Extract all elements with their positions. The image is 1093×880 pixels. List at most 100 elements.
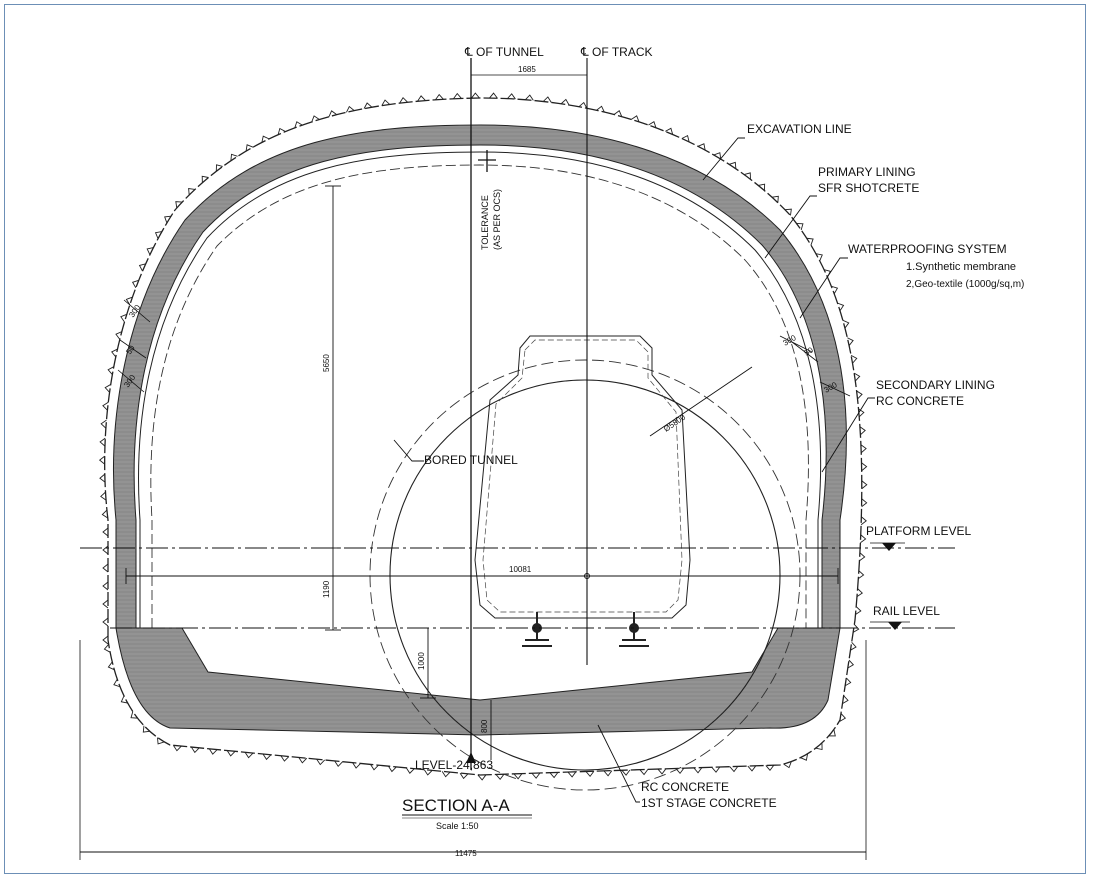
label-offset: 1685 — [518, 65, 536, 74]
excavation-scallop — [173, 745, 182, 752]
excavation-line — [104, 97, 863, 776]
excavation-scallop — [100, 419, 107, 429]
label-wp-item1: 1.Synthetic membrane — [906, 261, 1016, 273]
excavation-scallop — [839, 713, 847, 722]
excavation-scallop — [130, 711, 138, 719]
excavation-scallop — [743, 172, 751, 180]
excavation-scallop — [477, 774, 487, 781]
excavation-scallop — [489, 92, 498, 99]
label-as-per-ocs: (AS PER OCS) — [492, 189, 502, 250]
excavation-scallop — [102, 635, 109, 645]
label-secondary-lining: SECONDARY LINING — [876, 378, 995, 392]
excavation-scallop — [138, 263, 146, 272]
excavation-scallop — [363, 102, 373, 109]
excavation-scallop — [294, 121, 303, 128]
excavation-scallop — [831, 285, 839, 294]
excavation-scallop — [244, 752, 254, 759]
excavation-scallop — [405, 767, 415, 774]
section-scale: Scale 1:50 — [436, 821, 479, 831]
bored-tunnel-circle — [389, 379, 781, 771]
excavation-scallop — [346, 105, 355, 113]
excavation-scallop — [471, 92, 480, 99]
excavation-scallop — [102, 563, 109, 573]
excavation-scallop — [847, 659, 855, 669]
excavation-scallop — [245, 144, 254, 152]
platform-level-marker — [882, 543, 896, 551]
excavation-scallop — [495, 773, 505, 781]
excavation-scallop — [100, 491, 107, 501]
excavation-scallop — [860, 534, 867, 544]
excavation-scallop — [435, 93, 444, 101]
excavation-scallop — [107, 366, 115, 375]
excavation-scallop — [208, 748, 218, 755]
label-cl-tunnel: ℄ OF TUNNEL — [464, 45, 544, 59]
train-envelope-dashed — [482, 339, 683, 613]
excavation-scallop — [226, 750, 236, 757]
bored-tunnel-dashed — [369, 359, 801, 791]
excavation-scallop — [388, 765, 397, 773]
rail-right — [619, 612, 649, 647]
excavation-scallop — [164, 215, 172, 224]
label-wp-item2: 2,Geo-textile (1000g/sq,m) — [906, 279, 1024, 290]
excavation-scallop — [815, 743, 823, 751]
excavation-scallop — [596, 105, 605, 113]
excavation-scallop — [855, 606, 862, 615]
excavation-scallop — [311, 115, 320, 123]
excavation-scallop — [261, 135, 270, 143]
excavation-scallop — [842, 319, 850, 329]
rail-left — [522, 612, 552, 647]
excavation-scallop — [549, 772, 559, 779]
excavation-scallop — [381, 99, 391, 106]
excavation-scallop — [765, 764, 775, 772]
bore-dia-leader — [649, 366, 753, 437]
excavation-scallop — [858, 570, 865, 580]
excavation-scallop — [800, 753, 808, 761]
section-title: SECTION A-A — [402, 796, 510, 815]
excavation-scallop — [459, 772, 469, 780]
excavation-scallop — [107, 661, 115, 671]
secondary-lining-inner — [138, 151, 822, 628]
label-primary-lining: PRIMARY LINING — [818, 165, 916, 179]
excavation-scallop — [852, 624, 860, 633]
invert-concrete — [115, 627, 841, 736]
excavation-scallop — [102, 617, 109, 627]
excavation-scallop — [859, 552, 866, 562]
excavation-scallop — [567, 771, 577, 778]
excavation-scallop — [102, 527, 109, 537]
excavation-scallop — [102, 401, 109, 411]
rail-level-marker — [888, 622, 902, 630]
label-sfr-shotcrete: SFR SHOTCRETE — [818, 181, 919, 195]
drawing-frame — [4, 4, 1086, 874]
excavation-scallop — [560, 98, 570, 106]
callout-leaders — [393, 137, 875, 803]
excavation-scallop — [441, 771, 451, 778]
excavation-scallop — [102, 599, 109, 609]
excavation-scallop — [316, 758, 326, 766]
excavation-scallop — [103, 644, 111, 653]
excavation-scallop — [837, 302, 845, 311]
excavation-scallop — [277, 127, 286, 135]
excavation-scallop — [131, 279, 139, 289]
excavation-scallop — [104, 384, 111, 393]
excavation-scallop — [417, 95, 426, 102]
level-marker — [466, 752, 476, 763]
excavation-scallop — [201, 175, 209, 183]
excavation-scallop — [101, 509, 108, 519]
excavation-scallop — [525, 94, 534, 101]
excavation-scallop — [861, 462, 868, 472]
label-bored-tunnel: BORED TUNNEL — [424, 453, 518, 467]
tolerance-line — [150, 164, 809, 628]
excavation-scallop — [758, 183, 766, 191]
excavation-scallop — [784, 208, 792, 216]
excavation-scallop — [729, 766, 739, 773]
excavation-scallop — [711, 766, 721, 773]
excavation-scallop — [99, 473, 106, 483]
excavation-scallop — [729, 161, 737, 169]
dim-text-10081: 10081 — [509, 565, 532, 574]
excavation-scallop — [665, 127, 674, 135]
excavation-scallop — [507, 93, 516, 100]
excavation-scallop — [328, 110, 337, 117]
excavation-scallop — [146, 247, 154, 255]
excavation-scallop — [115, 331, 122, 340]
excavation-scallop — [111, 348, 118, 358]
